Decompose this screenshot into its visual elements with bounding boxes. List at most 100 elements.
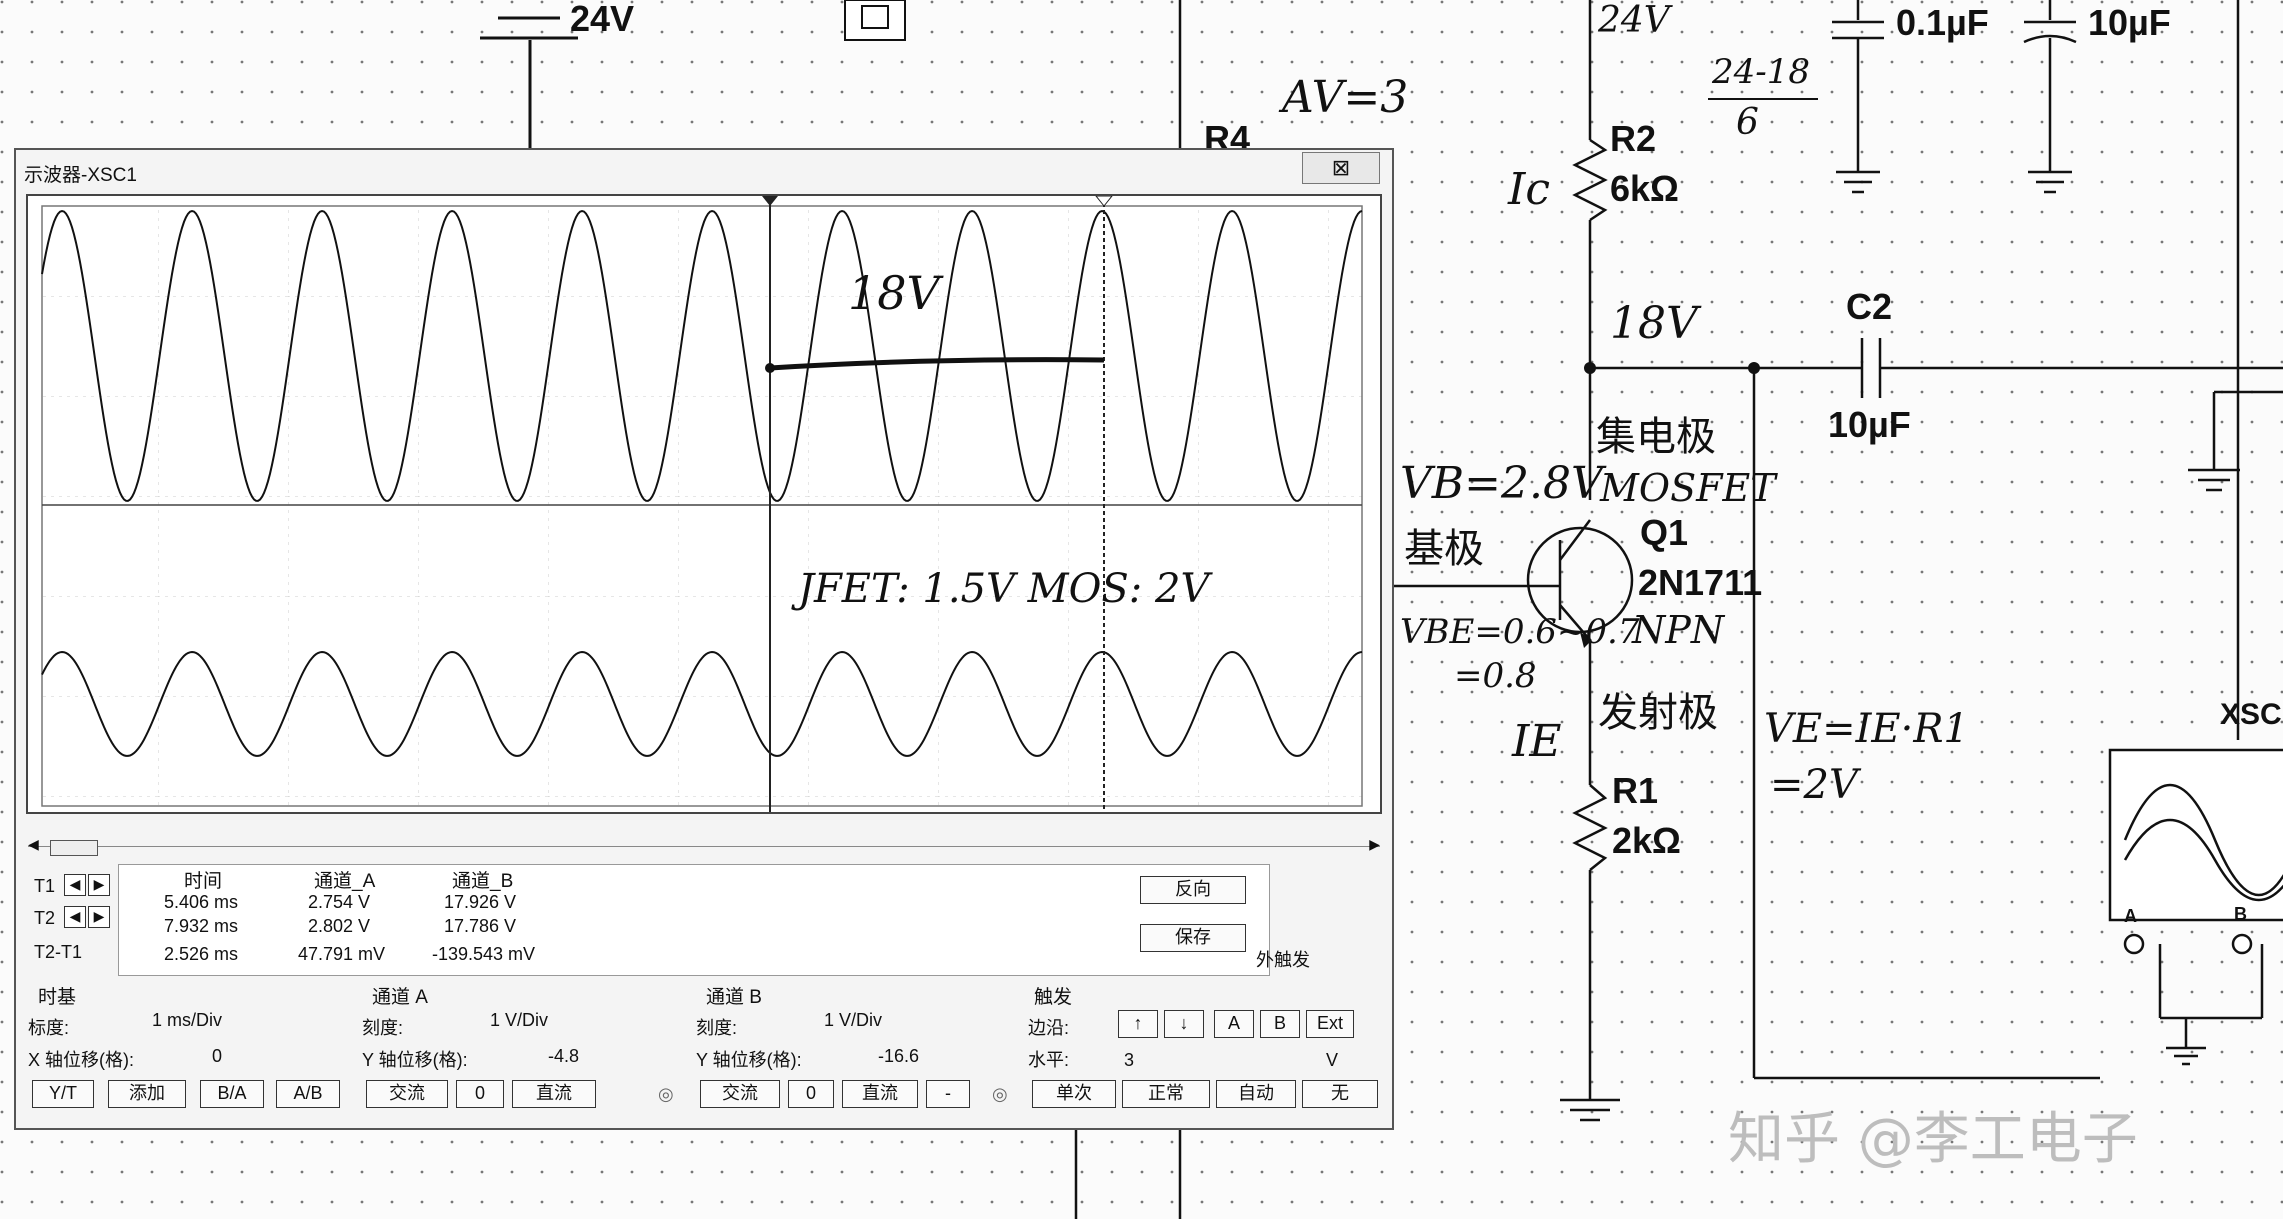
- header-time: 时间: [184, 871, 223, 892]
- channel-a-dc-button[interactable]: 直流: [512, 1080, 596, 1108]
- channel-a-trace: [41, 209, 1363, 502]
- window-title: 示波器-XSC1: [24, 165, 137, 186]
- scope-note-18v: 18V: [848, 266, 940, 320]
- t2-time: 7.932 ms: [164, 916, 239, 936]
- delta-ch-b: -139.543 mV: [432, 944, 536, 964]
- none-button[interactable]: 无: [1302, 1080, 1378, 1108]
- handwritten-underline: [769, 357, 1105, 371]
- timebase-scale-value[interactable]: 1 ms/Div: [152, 1010, 223, 1030]
- channel-b-dc-button[interactable]: 直流: [842, 1080, 918, 1108]
- channel-b-scale-value[interactable]: 1 V/Div: [824, 1010, 883, 1030]
- auto-button[interactable]: 自动: [1216, 1080, 1296, 1108]
- channel-b-title: 通道 B: [706, 987, 762, 1008]
- cursor-t2-marker: [1094, 195, 1114, 207]
- single-button[interactable]: 单次: [1032, 1080, 1116, 1108]
- reverse-button[interactable]: 反向: [1140, 876, 1246, 904]
- ba-button[interactable]: B/A: [200, 1080, 264, 1108]
- t2-ch-a: 2.802 V: [308, 916, 371, 936]
- channel-a-radio-icon[interactable]: ◎: [658, 1084, 674, 1104]
- t2-right-button[interactable]: ▶: [88, 906, 110, 928]
- note-vbe-2: =0.8: [1454, 656, 1537, 696]
- trigger-a-button[interactable]: A: [1214, 1010, 1254, 1038]
- xpos-value[interactable]: 0: [212, 1046, 223, 1066]
- handwritten-dot: [765, 363, 775, 373]
- note-ve-1: VE=IE·R1: [1764, 706, 1969, 752]
- delta-ch-a: 47.791 mV: [298, 944, 386, 964]
- t1-right-button[interactable]: ▶: [88, 874, 110, 896]
- channel-a-ypos-value[interactable]: -4.8: [548, 1046, 580, 1066]
- trigger-level-label: 水平:: [1028, 1050, 1070, 1070]
- note-ve-2: =2V: [1770, 762, 1858, 808]
- q1-type: NPN: [1632, 608, 1725, 652]
- note-top-24v: 24V: [1598, 0, 1670, 41]
- wires: [1074, 0, 2283, 1219]
- ab-button[interactable]: A/B: [276, 1080, 340, 1108]
- add-button[interactable]: 添加: [108, 1080, 186, 1108]
- channel-b-ypos-value[interactable]: -16.6: [878, 1046, 920, 1066]
- yt-button[interactable]: Y/T: [32, 1080, 94, 1108]
- r2-name: R2: [1610, 118, 1657, 159]
- t1-ch-a: 2.754 V: [308, 892, 371, 912]
- oscilloscope-window[interactable]: 示波器-XSC1 ⊠ 18V JFET: 1.5V MOS: 2V ◀: [14, 148, 1394, 1130]
- note-ic: Ic: [1508, 164, 1551, 215]
- watermark: 知乎 @李工电子: [1728, 1107, 2138, 1172]
- channel-a-ac-button[interactable]: 交流: [366, 1080, 448, 1108]
- channel-a-title: 通道 A: [372, 987, 428, 1008]
- trigger-level-value[interactable]: 3: [1124, 1050, 1135, 1070]
- note-av: AV=3: [1282, 72, 1409, 123]
- delta-time: 2.526 ms: [164, 944, 239, 964]
- channel-a-zero-button[interactable]: 0: [456, 1080, 504, 1108]
- r1-value: 2kΩ: [1612, 820, 1681, 861]
- rising-edge-button[interactable]: ↑: [1118, 1010, 1158, 1038]
- c2-value: 10µF: [1828, 404, 1911, 445]
- scope-screen[interactable]: 18V JFET: 1.5V MOS: 2V: [26, 194, 1382, 814]
- scope-note-jfet: JFET: 1.5V MOS: 2V: [798, 566, 1210, 612]
- channel-b-ac-button[interactable]: 交流: [700, 1080, 780, 1108]
- trigger-title: 触发: [1034, 987, 1073, 1008]
- xsc-symbol: [2108, 748, 2283, 1066]
- trigger-edge-label: 边沿:: [1028, 1018, 1070, 1038]
- xpos-label: X 轴位移(格):: [28, 1050, 134, 1070]
- row-label-t1: T1: [34, 876, 56, 896]
- scroll-thumb[interactable]: [50, 840, 98, 856]
- normal-button[interactable]: 正常: [1122, 1080, 1210, 1108]
- q1-model: 2N1711: [1638, 562, 1763, 603]
- t2-left-button[interactable]: ◀: [64, 906, 86, 928]
- falling-edge-button[interactable]: ↓: [1164, 1010, 1204, 1038]
- channel-a-scale-value[interactable]: 1 V/Div: [490, 1010, 549, 1030]
- note-vb: VB=2.8V: [1400, 458, 1603, 509]
- t1-ch-b: 17.926 V: [444, 892, 517, 912]
- fraction-bar: [1708, 98, 1818, 100]
- row-label-t2-t1: T2-T1: [34, 942, 83, 962]
- header-ch-a: 通道_A: [314, 871, 376, 892]
- channel-b-radio-icon[interactable]: ◎: [992, 1084, 1008, 1104]
- trigger-ext-button[interactable]: Ext: [1306, 1010, 1354, 1038]
- note-fraction-den: 6: [1736, 102, 1759, 143]
- trigger-level-unit: V: [1326, 1050, 1339, 1070]
- trigger-b-button[interactable]: B: [1260, 1010, 1300, 1038]
- close-button[interactable]: ⊠: [1302, 152, 1380, 184]
- cursor-t1-marker: [762, 196, 778, 206]
- output-node: [1748, 362, 1760, 374]
- t1-time: 5.406 ms: [164, 892, 239, 912]
- t1-left-button[interactable]: ◀: [64, 874, 86, 896]
- collector-node: [1584, 362, 1596, 374]
- horizontal-scrollbar[interactable]: ◀ ▶: [28, 836, 1380, 856]
- graticule: [41, 205, 1363, 807]
- note-vbe-1: VBE=0.6~0.7: [1400, 612, 1640, 652]
- channel-b-trace: [41, 650, 1363, 757]
- save-button[interactable]: 保存: [1140, 924, 1246, 952]
- channel-b-minus-button[interactable]: -: [926, 1080, 970, 1108]
- note-emitter-cn: 发射极: [1598, 690, 1718, 736]
- note-fraction-num: 24-18: [1712, 52, 1811, 92]
- supply-24v-label: 24V: [570, 0, 635, 39]
- xsc-a-label: A: [2124, 906, 2137, 926]
- t2-ch-b: 17.786 V: [444, 916, 517, 936]
- note-ie: IE: [1512, 716, 1562, 767]
- c2-name: C2: [1846, 286, 1893, 327]
- scroll-right-icon[interactable]: ▶: [1369, 836, 1380, 852]
- note-base-cn: 基极: [1404, 526, 1484, 572]
- scroll-track: [28, 846, 1380, 847]
- scroll-left-icon[interactable]: ◀: [28, 836, 39, 852]
- channel-b-zero-button[interactable]: 0: [788, 1080, 834, 1108]
